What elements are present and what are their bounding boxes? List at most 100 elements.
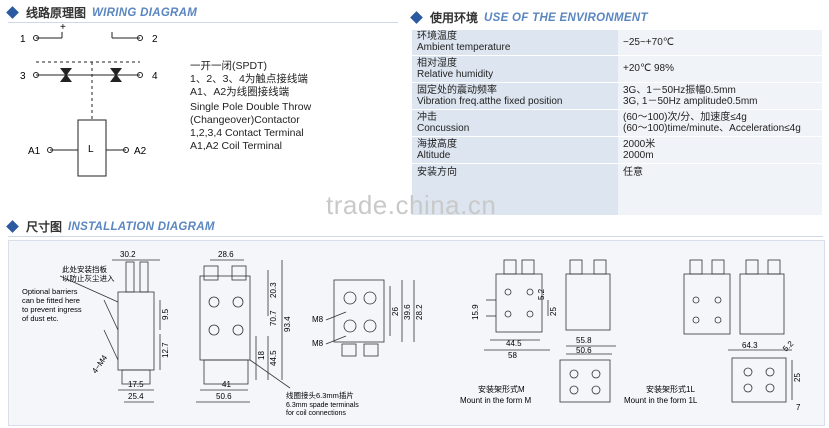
wiring-desc-line: 1,2,3,4 Contact Terminal — [190, 127, 304, 139]
installation-panel — [8, 240, 825, 426]
env-key-en: Ambient temperature — [417, 42, 511, 54]
env-value: −25~+70℃ — [623, 36, 674, 48]
env-value: 任意 — [623, 166, 643, 178]
wiring-desc-line: A1,A2 Coil Terminal — [190, 140, 283, 152]
form-m-label-cn: 安装架形式M — [478, 384, 525, 394]
wiring-section-title: 线路原理图 WIRING DIAGRAM — [6, 4, 198, 21]
dim-label: 30.2 — [120, 250, 136, 259]
env-key-cn: 环境温度 — [417, 31, 457, 43]
installation-drawings: 此处安装挡板 以防止灰尘进入 Optional barriers can be … — [22, 250, 802, 417]
env-value: +20℃ 98% — [623, 63, 674, 74]
dim-label: 25 — [793, 373, 802, 382]
coil-label: L — [88, 144, 94, 155]
env-key-cn: 冲击 — [417, 111, 437, 123]
barrier-note-en: can be fitted here — [22, 296, 80, 305]
env-key-cn: 固定处的震动频率 — [417, 84, 497, 96]
dim-label: 15.9 — [471, 304, 480, 320]
env-key-en: Vibration freq.atthe fixed position — [417, 95, 563, 107]
dim-label: 26 — [391, 307, 400, 316]
env-key-cn: 相对湿度 — [417, 57, 457, 69]
dim-label: 9.5 — [161, 308, 170, 320]
dim-label: 5.2 — [537, 288, 546, 300]
barrier-note-en: of dust etc. — [22, 314, 59, 323]
terminal-4-label: 4 — [152, 71, 158, 82]
env-value-en: 3G, 1－50Hz amplitude0.5mm — [623, 95, 758, 107]
form-1l-label-en: Mount in the form 1L — [624, 396, 698, 405]
dim-label: 18 — [257, 351, 266, 360]
env-value-en: (60～100)time/minute、Acceleration≤4g — [623, 122, 801, 134]
dim-label: 44.5 — [506, 339, 522, 348]
form-1l-label-cn: 安装架形式1L — [646, 384, 695, 394]
wiring-description: 一开一闭(SPDT) 1、2、3、4为触点接线端 A1、A2为线圈接线端 Sin… — [190, 60, 311, 153]
dim-label: 50.6 — [216, 392, 232, 401]
dim-label: M8 — [312, 315, 324, 324]
env-key-en: Relative humidity — [417, 68, 494, 80]
watermark-text: trade.china.cn — [326, 190, 497, 220]
env-key-cn: 安装方向 — [417, 166, 457, 178]
wiring-desc-line: 1、2、3、4为触点接线端 — [190, 73, 308, 85]
env-value: 3G、1－50Hz振幅0.5mm — [623, 84, 736, 96]
wiring-schematic: 1 + 2 3 4 L A1 A2 — [20, 22, 158, 177]
dim-label: 44.5 — [269, 350, 278, 366]
terminal-2-label: 2 — [152, 34, 158, 45]
wiring-desc-line: Single Pole Double Throw — [190, 101, 312, 113]
env-value: (60～100)次/分、加速度≤4g — [623, 111, 747, 123]
dim-label: 4−M4 — [90, 353, 109, 375]
dim-label: 41 — [222, 380, 231, 389]
dim-label: M8 — [312, 339, 324, 348]
table-row: 安装方向 任意 — [412, 163, 822, 216]
dim-label: 5.2 — [781, 339, 796, 354]
terminal-1-label: 1 — [20, 34, 26, 45]
barrier-note-en: Optional barriers — [22, 287, 78, 296]
terminal-a1-label: A1 — [28, 146, 41, 157]
dim-label: 64.3 — [742, 341, 758, 350]
dim-label: 93.4 — [283, 316, 292, 332]
environment-section-title: 使用环境 USE OF THE ENVIRONMENT — [410, 9, 648, 26]
dim-label: 12.7 — [161, 342, 170, 358]
installation-section-title: 尺寸图 INSTALLATION DIAGRAM — [6, 218, 215, 235]
env-key-cn: 海拔高度 — [417, 138, 457, 150]
installation-title-cn: 尺寸图 — [26, 220, 63, 234]
dim-label: 25.4 — [128, 392, 144, 401]
dim-label: 55.8 — [576, 336, 592, 345]
dim-label: 70.7 — [269, 310, 278, 326]
env-key-en: Altitude — [417, 149, 451, 161]
dim-label: 39.6 — [403, 304, 412, 320]
installation-title-en: INSTALLATION DIAGRAM — [68, 220, 215, 233]
wiring-desc-line: 一开一闭(SPDT) — [190, 60, 267, 72]
barrier-note-en: to prevent ingress — [22, 305, 82, 314]
wiring-title-cn: 线路原理图 — [26, 6, 87, 20]
dim-label: 58 — [508, 351, 517, 360]
diamond-bullet-icon — [410, 11, 423, 24]
wiring-desc-line: (Changeover)Contactor — [190, 114, 300, 126]
dim-label: 7 — [796, 403, 801, 412]
spade-note-en: 6.3mm spade terminals — [286, 402, 359, 409]
dim-label: 28.2 — [415, 304, 424, 320]
dim-label: 25 — [549, 307, 558, 316]
env-value-en: 2000m — [623, 149, 654, 161]
spade-note-en: for coil connections — [286, 410, 346, 417]
spade-note-cn: 线圈接头6.3mm插片 — [286, 390, 354, 400]
dim-label: 20.3 — [269, 282, 278, 298]
dim-label: 17.5 — [128, 380, 144, 389]
dim-label: 28.6 — [218, 250, 234, 259]
environment-title-en: USE OF THE ENVIRONMENT — [484, 11, 648, 24]
barrier-note-cn: 以防止灰尘进入 — [62, 273, 115, 283]
wiring-title-en: WIRING DIAGRAM — [92, 6, 198, 19]
env-value: 2000米 — [623, 138, 656, 150]
terminal-a2-label: A2 — [134, 146, 147, 157]
terminal-plus-label: + — [60, 22, 66, 33]
env-key-en: Concussion — [417, 122, 470, 134]
environment-title-cn: 使用环境 — [430, 11, 479, 25]
wiring-desc-line: A1、A2为线圈接线端 — [190, 86, 290, 98]
terminal-3-label: 3 — [20, 71, 26, 82]
diamond-bullet-icon — [6, 220, 19, 233]
form-m-label-en: Mount in the form M — [460, 396, 531, 405]
barrier-note-cn: 此处安装挡板 — [62, 264, 107, 274]
